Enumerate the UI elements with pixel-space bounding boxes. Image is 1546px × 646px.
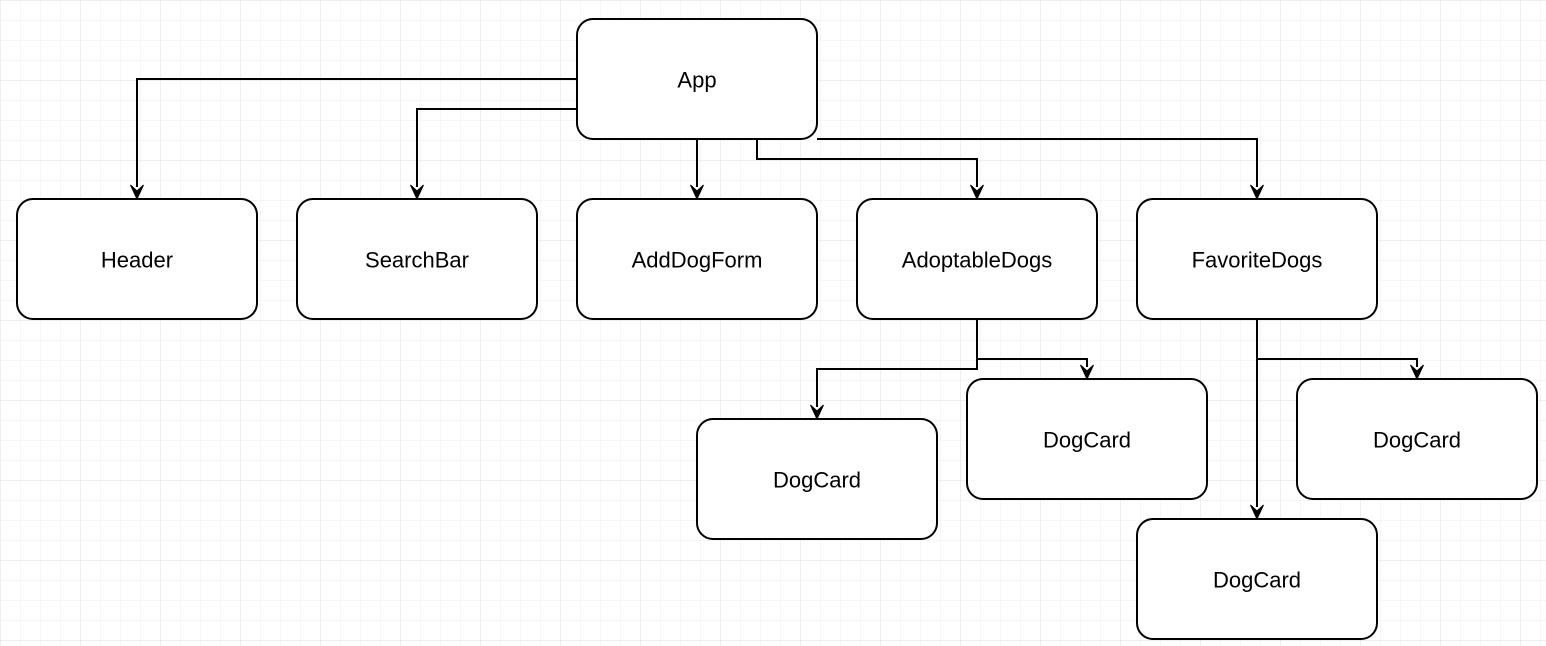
edge-app-to-adoptabledogs — [756, 139, 984, 201]
edge-adoptabledogs-to-dogcard-adopt-2 — [976, 319, 1094, 381]
node-box[interactable] — [1136, 518, 1378, 640]
node-header[interactable]: Header — [16, 198, 258, 320]
edge-app-to-header — [130, 78, 577, 201]
node-label: DogCard — [1043, 428, 1131, 453]
edge-app-to-searchbar — [410, 108, 577, 201]
node-box[interactable] — [856, 198, 1098, 320]
edge-line — [817, 138, 1258, 187]
node-label: AddDogForm — [632, 248, 763, 273]
node-adddogform[interactable]: AddDogForm — [576, 198, 818, 320]
edge-line — [136, 78, 577, 187]
node-box[interactable] — [966, 378, 1208, 500]
node-label: App — [677, 68, 716, 93]
arrowhead-icon — [970, 184, 984, 201]
arrowhead-icon — [690, 184, 704, 201]
node-label: DogCard — [773, 468, 861, 493]
edge-line — [416, 108, 577, 187]
node-dogcard-adopt-2[interactable]: DogCard — [966, 378, 1208, 500]
node-box[interactable] — [296, 198, 538, 320]
node-box[interactable] — [576, 198, 818, 320]
arrowhead-icon — [1250, 504, 1264, 521]
edge-app-to-adddogform — [690, 139, 704, 201]
node-label: FavoriteDogs — [1192, 248, 1323, 273]
edge-line — [756, 139, 978, 187]
node-dogcard-fav-2[interactable]: DogCard — [1136, 518, 1378, 640]
node-dogcard-fav-1[interactable]: DogCard — [1296, 378, 1538, 500]
arrowhead-icon — [130, 184, 144, 201]
node-label: DogCard — [1373, 428, 1461, 453]
node-label: AdoptableDogs — [902, 248, 1052, 273]
arrowhead-icon — [810, 404, 824, 421]
edges-layer — [130, 78, 1424, 521]
node-searchbar[interactable]: SearchBar — [296, 198, 538, 320]
arrowhead-icon — [1410, 364, 1424, 381]
node-box[interactable] — [16, 198, 258, 320]
node-favoritedogs[interactable]: FavoriteDogs — [1136, 198, 1378, 320]
node-app[interactable]: App — [576, 18, 818, 140]
node-adoptabledogs[interactable]: AdoptableDogs — [856, 198, 1098, 320]
node-box[interactable] — [696, 418, 938, 540]
node-label: Header — [101, 248, 173, 273]
node-dogcard-adopt-1[interactable]: DogCard — [696, 418, 938, 540]
node-box[interactable] — [1136, 198, 1378, 320]
arrowhead-icon — [1250, 184, 1264, 201]
edge-favoritedogs-to-dogcard-fav-2 — [1250, 319, 1264, 521]
arrowhead-icon — [410, 184, 424, 201]
edge-app-to-favoritedogs — [817, 138, 1264, 201]
arrowhead-icon — [1080, 364, 1094, 381]
node-box[interactable] — [1296, 378, 1538, 500]
node-box[interactable] — [576, 18, 818, 140]
node-label: DogCard — [1213, 568, 1301, 593]
node-label: SearchBar — [365, 248, 469, 273]
edge-line — [976, 319, 1088, 367]
